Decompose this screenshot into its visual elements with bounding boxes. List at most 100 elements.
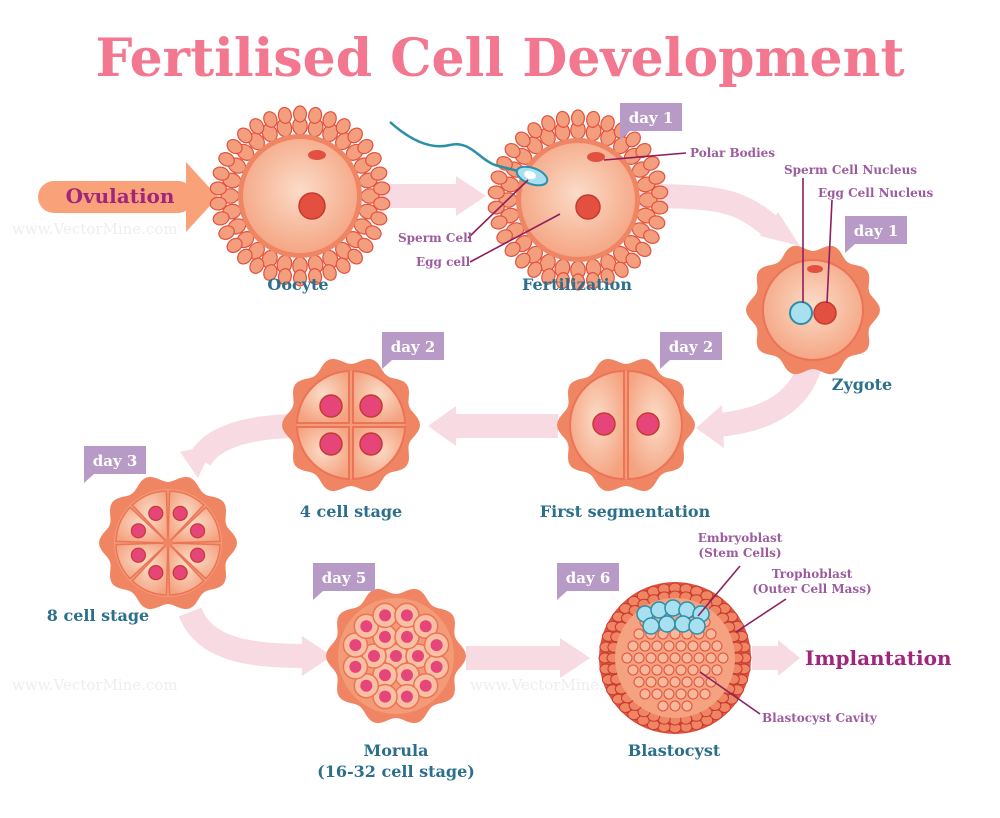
zygote-cell xyxy=(746,245,880,375)
cavity-cell xyxy=(669,628,681,640)
blastomere-nucleus xyxy=(130,547,146,563)
oocyte-label: Oocyte xyxy=(267,275,328,294)
cavity-cell xyxy=(687,688,699,700)
cavity-cell xyxy=(639,640,651,652)
follicle-cell xyxy=(635,241,652,258)
cavity-cell xyxy=(651,640,663,652)
follicle-cell xyxy=(292,105,307,123)
follicle-cell xyxy=(504,142,521,159)
follicle-cell xyxy=(237,248,253,265)
blastomere-nucleus xyxy=(172,505,188,522)
follicle-cell xyxy=(541,268,556,285)
day-tag-text: day 2 xyxy=(391,338,436,356)
follicle-cell xyxy=(555,272,570,290)
follicle-cell xyxy=(263,264,278,281)
embryoblast-label: Embryoblast xyxy=(698,531,783,545)
corona-cells xyxy=(487,109,669,291)
sperm-cell-label: Sperm Cell xyxy=(398,231,473,245)
follicle-cell xyxy=(212,166,230,181)
arrow-8cell-morula xyxy=(178,606,306,668)
day-tag-text: day 3 xyxy=(93,452,138,470)
follicle-cell xyxy=(357,237,374,254)
cavity-cell xyxy=(621,652,633,664)
watermarks: www.VectorMine.com www.VectorMine.com ww… xyxy=(12,220,636,694)
fertilization-annotations xyxy=(467,152,687,263)
follicle-cell xyxy=(249,257,265,274)
blastocyst-cell xyxy=(598,582,752,734)
follicle-cell xyxy=(249,118,265,135)
follicle-cell xyxy=(218,152,235,167)
cavity-cell xyxy=(681,652,693,664)
follicle-cell xyxy=(527,261,543,278)
day-tag-text: day 1 xyxy=(854,222,899,240)
blastomere-nucleus xyxy=(130,523,146,539)
follicle-cell xyxy=(570,273,585,291)
cavity-cell xyxy=(639,688,651,700)
cavity-cell xyxy=(627,640,639,652)
cavity-cell xyxy=(681,676,693,688)
morula-nucleus xyxy=(419,620,432,633)
eight-cell-stage-cell xyxy=(99,476,237,610)
trophoblast-sublabel: (Outer Cell Mass) xyxy=(752,582,871,596)
sperm-cell xyxy=(389,121,549,187)
follicle-cell xyxy=(370,211,388,226)
arrow-heads xyxy=(180,176,800,678)
cavity-cell xyxy=(645,652,657,664)
cavity-cell xyxy=(633,628,645,640)
cavity-cell xyxy=(657,652,669,664)
follicle-cell xyxy=(335,118,351,135)
follicle-cell xyxy=(226,237,243,254)
morula-nucleus xyxy=(412,650,424,662)
fertilization-label: Fertilization xyxy=(522,275,632,294)
cavity-cell xyxy=(657,676,669,688)
morula-nucleus xyxy=(419,679,432,692)
follicle-cell xyxy=(370,166,388,181)
cavity-cell xyxy=(711,664,723,676)
morula-nucleus xyxy=(379,690,392,703)
four-cell-stage-cell xyxy=(282,358,420,492)
follicle-cell xyxy=(308,106,323,124)
oocyte-cell xyxy=(209,105,391,287)
follicle-cell xyxy=(487,185,505,200)
blastocyst-annotations xyxy=(697,565,787,715)
day-tag-text: day 2 xyxy=(669,338,714,356)
morula-nucleus xyxy=(401,669,413,682)
day-tag-zygote: day 1 xyxy=(845,216,907,253)
morula-nucleus xyxy=(360,620,373,633)
watermark-text: www.VectorMine.com xyxy=(12,676,178,694)
follicle-cell xyxy=(600,268,615,285)
cavity-cell xyxy=(669,700,681,712)
cavity-cell xyxy=(705,628,717,640)
morula-nucleus xyxy=(349,639,362,652)
stem-cell xyxy=(642,617,660,635)
corona-cells xyxy=(209,105,391,287)
blastomere-nucleus xyxy=(172,564,188,581)
egg-cell-label: Egg cell xyxy=(416,255,471,269)
zygote-annotations xyxy=(802,178,833,304)
egg-nucleus-label: Egg Cell Nucleus xyxy=(818,186,934,200)
morula-nucleus xyxy=(430,660,443,673)
follicle-cell xyxy=(292,269,307,287)
day-tag-eight-cell: day 3 xyxy=(84,446,146,483)
follicle-cell xyxy=(586,110,601,128)
cavity-cell xyxy=(663,664,675,676)
follicle-cell xyxy=(347,248,363,265)
morula-nucleus xyxy=(430,639,443,652)
stem-cell xyxy=(658,615,676,633)
follicle-cell xyxy=(613,261,629,278)
day-tag-first-segmentation: day 2 xyxy=(660,332,722,369)
cavity-cell xyxy=(693,676,705,688)
blastomere-nucleus xyxy=(190,523,206,539)
morula-nucleus xyxy=(400,609,413,622)
follicle-cell xyxy=(490,215,508,230)
morula-nucleus xyxy=(379,609,392,622)
follicle-cell xyxy=(515,131,531,148)
follicle-cell xyxy=(357,138,374,155)
cavity-cell xyxy=(699,688,711,700)
cavity-cell xyxy=(633,676,645,688)
morula-nucleus xyxy=(379,630,391,643)
cavity-cell xyxy=(657,700,669,712)
morula-nucleus xyxy=(400,690,413,703)
follicle-cell xyxy=(527,122,543,139)
cavity-cell xyxy=(651,664,663,676)
